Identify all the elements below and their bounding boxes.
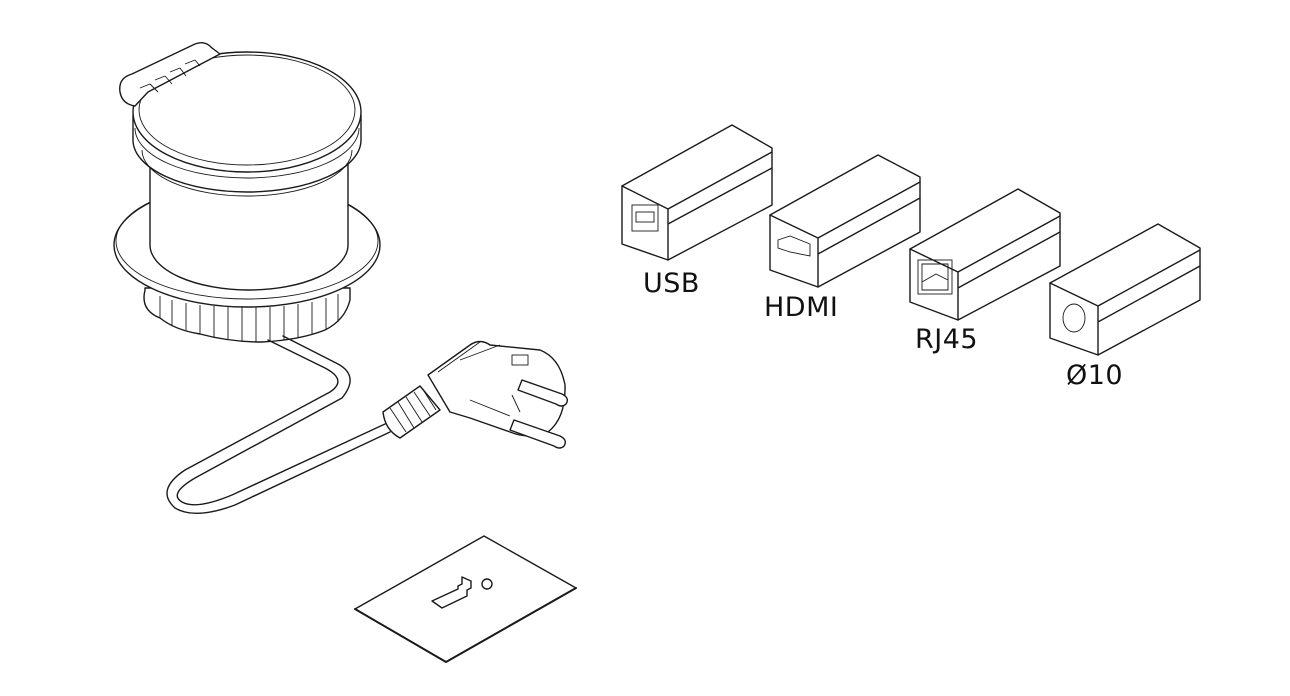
template-card	[354, 535, 577, 663]
plug-pins	[509, 379, 569, 449]
keyhole-symbol	[431, 576, 493, 609]
insert-hdmi	[769, 154, 921, 288]
hdmi-port-icon	[777, 235, 811, 257]
strain-relief	[382, 385, 441, 439]
rj45-port-icon	[917, 259, 953, 295]
insert-d10	[1049, 223, 1201, 356]
power-plug	[382, 340, 569, 449]
label-hdmi: HDMI	[764, 292, 839, 323]
usb-port-icon	[631, 204, 659, 232]
label-rj45: RJ45	[915, 324, 979, 355]
round-hole-icon	[1062, 303, 1086, 333]
label-d10: Ø10	[1066, 360, 1124, 391]
insert-usb	[621, 124, 773, 261]
insert-rj45	[909, 188, 1061, 321]
power-cable	[166, 335, 391, 515]
label-usb: USB	[643, 268, 700, 299]
hinge	[119, 41, 221, 107]
popup-socket	[113, 41, 381, 343]
lid	[132, 51, 362, 173]
